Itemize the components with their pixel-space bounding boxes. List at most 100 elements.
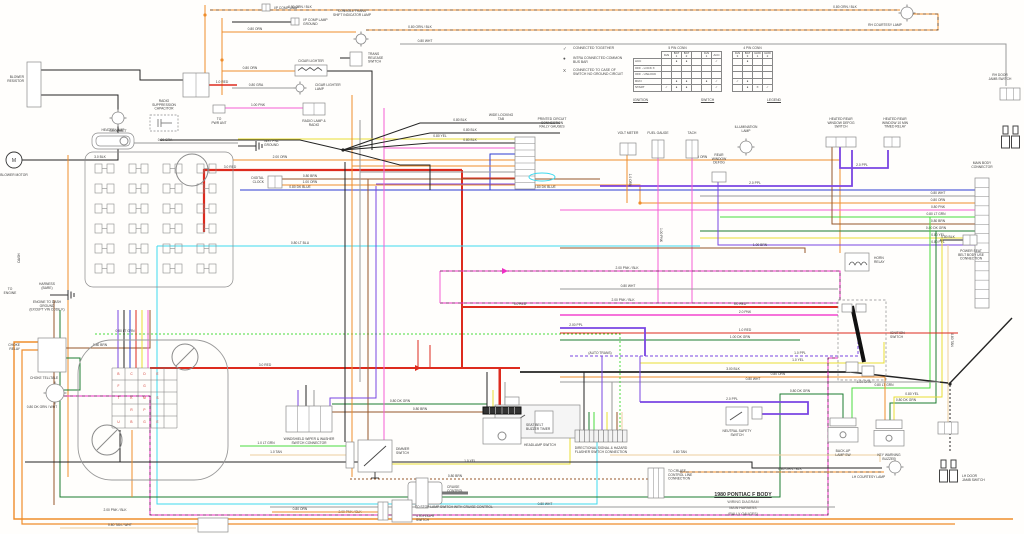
legend-cell: ✓ bbox=[711, 58, 722, 66]
wire-label: 1.00 PNK bbox=[251, 103, 266, 107]
backup-lamp-switch-shape bbox=[827, 427, 859, 443]
wire-label: 3.0 BLK bbox=[94, 155, 107, 159]
cigar-lighter: CIGAR LIGHTER bbox=[294, 59, 328, 77]
wire-label: 0.80 DK BLUE bbox=[534, 185, 556, 189]
wire-label: 0.80 BLK bbox=[453, 118, 467, 122]
wire-dkgrn bbox=[59, 310, 844, 498]
wire-orn bbox=[282, 184, 641, 203]
wire-label: CIGAR LIGHTER bbox=[298, 59, 324, 63]
five-pin-caption: 5 PIN CONN bbox=[668, 46, 687, 50]
bullet-icon: ● bbox=[563, 55, 566, 61]
wire-label: B bbox=[117, 372, 119, 376]
headlamp-switch-shape bbox=[504, 396, 520, 406]
wire-label: B bbox=[130, 420, 132, 424]
legend-cell bbox=[762, 71, 773, 79]
wire-label: D bbox=[143, 372, 146, 376]
trans-release-switch-shape bbox=[349, 51, 363, 67]
four-pin-caption: 4 PIN CONN bbox=[743, 46, 762, 50]
wire-label: 0.80 BLK bbox=[463, 138, 477, 142]
legend-cell: ✓ bbox=[762, 84, 773, 92]
legend-cell bbox=[691, 84, 702, 92]
wire-label: RH COURTESY LAMP bbox=[868, 23, 903, 27]
wire-label: LH COURTESY LAMP bbox=[852, 475, 886, 479]
wire-label: 0.80 ORN bbox=[243, 66, 258, 70]
wire-label: 0.80 BRN bbox=[448, 474, 463, 478]
wire-label: C bbox=[130, 372, 133, 376]
wire-label: 2.00 PNK / BLK bbox=[615, 266, 639, 270]
stoplight-conn: TO STOP LAMP SWITCH WITH CRUISE CONTROL bbox=[377, 501, 493, 521]
choke-telltale: CHOKE TELLTALE bbox=[30, 376, 67, 405]
wire-label: 0.80 TAN bbox=[950, 333, 954, 347]
wire-ppl bbox=[717, 180, 975, 246]
junction-dot bbox=[638, 201, 642, 205]
wire-blk bbox=[41, 69, 183, 81]
legend-cell bbox=[711, 71, 722, 79]
wire-label: 2.0 PPL bbox=[726, 397, 738, 401]
wire-label: 0.80 ORN / BLK bbox=[408, 25, 432, 29]
cruise-line-connector-shape bbox=[647, 467, 665, 499]
grommet: GROMMET bbox=[109, 109, 127, 133]
wire-label: 0.80 ORN bbox=[931, 198, 946, 202]
fuel-gauge: FUEL GAUGE bbox=[647, 131, 669, 159]
ignition-switch-shape bbox=[841, 303, 853, 313]
fuse-block bbox=[84, 151, 234, 288]
wire-label: 1.00 ORN bbox=[303, 180, 318, 184]
junction-dot bbox=[203, 13, 207, 17]
wire-label: 1.0 RED bbox=[216, 80, 229, 84]
dimmer-switch-shape bbox=[345, 441, 355, 469]
wire-tan bbox=[610, 454, 881, 462]
legend-cell: ● bbox=[671, 84, 682, 92]
legend-cell: ✓ bbox=[661, 84, 672, 92]
wire-label: 0.80 PNK bbox=[931, 205, 946, 209]
wire-label: M bbox=[143, 396, 146, 400]
wire-ppl bbox=[560, 327, 646, 356]
wire-label: CHOKE TELLTALE bbox=[30, 376, 59, 380]
legend-symbol-label: CONNECTED TO CASE OF SWITCH NO GROUND CI… bbox=[573, 68, 624, 77]
legend-cell bbox=[732, 84, 743, 92]
wire-label: 0.80 BLK bbox=[463, 128, 477, 132]
cigar-lighter-shape bbox=[294, 64, 328, 77]
wire-label: GROMMET bbox=[109, 129, 126, 133]
junction-dot bbox=[220, 58, 224, 62]
wire-blk bbox=[160, 139, 344, 151]
x-icon: X bbox=[563, 68, 567, 74]
wire-pnkblk bbox=[440, 270, 841, 300]
bottom-plug bbox=[197, 517, 229, 533]
wire-gra bbox=[400, 43, 1007, 86]
wire-label: 1.0 YEL bbox=[464, 459, 476, 463]
wire-label: 0.80 PPL bbox=[931, 240, 945, 244]
wire-ppl bbox=[329, 186, 377, 406]
legend-cell bbox=[701, 84, 712, 92]
wire-label: 0.80 ORN / BLK bbox=[833, 5, 857, 9]
wire-label: 0.80 WHT bbox=[621, 284, 636, 288]
wire-dkgrn bbox=[889, 231, 937, 420]
wire-label: 2.0 PPL bbox=[856, 163, 868, 167]
